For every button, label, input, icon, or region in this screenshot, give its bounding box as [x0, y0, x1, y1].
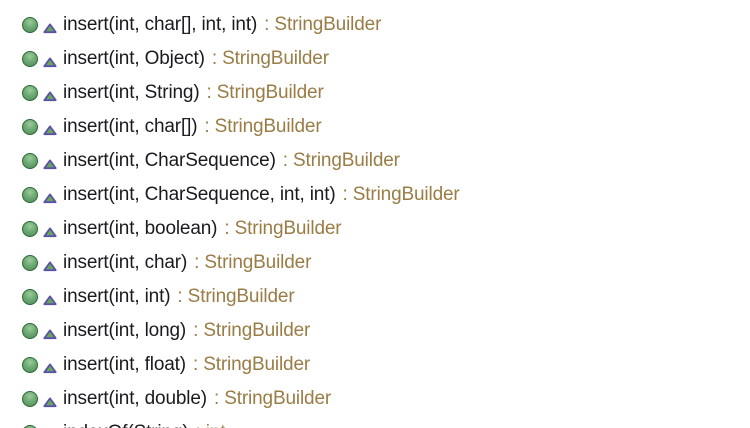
- completion-item[interactable]: insert(int, String) : StringBuilder: [0, 76, 750, 110]
- method-icon: [22, 289, 38, 305]
- override-up-arrow-icon: [43, 192, 57, 203]
- return-type-annotation: : StringBuilder: [342, 184, 460, 205]
- method-icon: [22, 51, 38, 67]
- return-type-annotation: : StringBuilder: [264, 14, 382, 35]
- method-icon: [22, 187, 38, 203]
- method-icon: [22, 85, 38, 101]
- return-type-annotation: : StringBuilder: [192, 354, 311, 375]
- completion-item[interactable]: replace(int, int, String) : StringBuilde…: [0, 0, 750, 8]
- method-icon: [22, 17, 38, 33]
- method-signature: insert(int, Object): [63, 48, 205, 69]
- method-signature: insert(int, char[], int, int): [63, 14, 258, 35]
- completion-item[interactable]: insert(int, char[], int, int) : StringBu…: [0, 8, 750, 42]
- method-signature: replace(int, int, String): [63, 0, 245, 2]
- method-signature: insert(int, double): [63, 388, 207, 409]
- method-icon: [22, 391, 38, 407]
- completion-item[interactable]: indexOf(String) : int: [0, 416, 750, 428]
- method-icon: [22, 119, 38, 135]
- method-icon: [22, 255, 38, 271]
- override-up-arrow-icon: [43, 328, 57, 339]
- override-up-arrow-icon: [43, 56, 57, 67]
- method-icon: [22, 153, 38, 169]
- method-signature: insert(int, int): [63, 286, 171, 307]
- method-signature: insert(int, boolean): [63, 218, 218, 239]
- method-signature: insert(int, char): [63, 252, 188, 273]
- completion-item[interactable]: insert(int, Object) : StringBuilder: [0, 42, 750, 76]
- override-up-arrow-icon: [43, 22, 57, 33]
- completion-item[interactable]: insert(int, double) : StringBuilder: [0, 382, 750, 416]
- override-up-arrow-icon: [43, 396, 57, 407]
- return-type-annotation: : StringBuilder: [193, 320, 311, 341]
- method-signature: insert(int, CharSequence, int, int): [63, 184, 336, 205]
- return-type-annotation: : StringBuilder: [211, 48, 329, 69]
- method-signature: insert(int, float): [63, 354, 186, 375]
- completion-item[interactable]: insert(int, long) : StringBuilder: [0, 314, 750, 348]
- return-type-annotation: : StringBuilder: [224, 218, 342, 239]
- override-up-arrow-icon: [43, 226, 57, 237]
- method-icon: [22, 357, 38, 373]
- return-type-annotation: : StringBuilder: [204, 116, 322, 137]
- override-up-arrow-icon: [43, 124, 57, 135]
- override-up-arrow-icon: [43, 158, 57, 169]
- return-type-annotation: : StringBuilder: [213, 388, 332, 409]
- override-up-arrow-icon: [43, 294, 57, 305]
- completion-item[interactable]: insert(int, int) : StringBuilder: [0, 280, 750, 314]
- override-up-arrow-icon: [43, 260, 57, 271]
- return-type-annotation: : StringBuilder: [206, 82, 324, 103]
- override-up-arrow-icon: [43, 90, 57, 101]
- return-type-annotation: : StringBuilder: [282, 150, 400, 171]
- method-signature: insert(int, char[]): [63, 116, 198, 137]
- return-type-annotation: : int: [196, 422, 226, 428]
- method-signature: insert(int, long): [63, 320, 187, 341]
- method-signature: insert(int, CharSequence): [63, 150, 276, 171]
- completion-item[interactable]: insert(int, boolean) : StringBuilder: [0, 212, 750, 246]
- method-signature: insert(int, String): [63, 82, 200, 103]
- method-icon: [22, 323, 38, 339]
- method-icon: [22, 221, 38, 237]
- return-type-annotation: : StringBuilder: [194, 252, 312, 273]
- return-type-annotation: : StringBuilder: [252, 0, 369, 2]
- override-up-arrow-icon: [43, 362, 57, 373]
- completion-item[interactable]: insert(int, CharSequence) : StringBuilde…: [0, 144, 750, 178]
- method-signature: indexOf(String): [63, 422, 189, 428]
- completion-item[interactable]: insert(int, char) : StringBuilder: [0, 246, 750, 280]
- completion-item[interactable]: insert(int, CharSequence, int, int) : St…: [0, 178, 750, 212]
- completion-item[interactable]: insert(int, float) : StringBuilder: [0, 348, 750, 382]
- completion-item[interactable]: insert(int, char[]) : StringBuilder: [0, 110, 750, 144]
- return-type-annotation: : StringBuilder: [177, 286, 295, 307]
